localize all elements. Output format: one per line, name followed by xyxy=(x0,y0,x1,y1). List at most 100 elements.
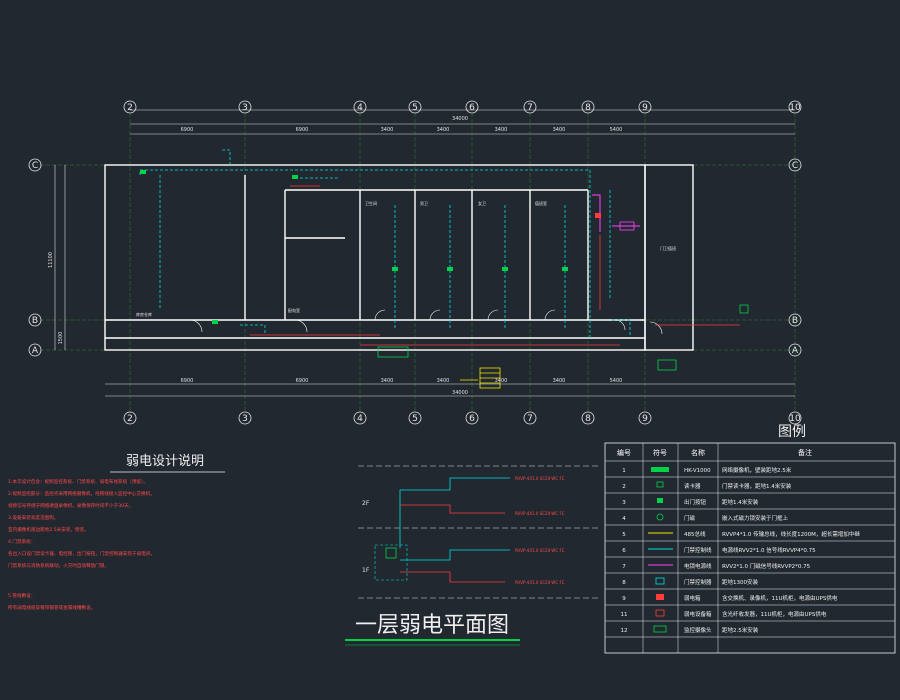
building-walls xyxy=(104,164,694,351)
axis-bubble: 7 xyxy=(523,100,537,114)
camera-icon xyxy=(562,267,568,271)
axis-bubble: 9 xyxy=(638,100,652,114)
svg-text:3400: 3400 xyxy=(553,378,566,384)
legend-header: 符号 xyxy=(653,448,667,457)
room-label: 配电室 xyxy=(288,307,300,313)
svg-text:3400: 3400 xyxy=(495,127,508,133)
equipment-box-icon xyxy=(739,304,749,314)
svg-text:C: C xyxy=(32,161,38,171)
svg-text:门禁系统与消防系统联动，火灾时自动释放门锁。: 门禁系统与消防系统联动，火灾时自动释放门锁。 xyxy=(8,562,109,569)
svg-text:1: 1 xyxy=(622,468,626,474)
svg-text:9: 9 xyxy=(642,103,648,113)
svg-text:HK-V1000: HK-V1000 xyxy=(684,468,711,474)
room-label: 男卫 xyxy=(420,201,428,206)
room-label: 值班室 xyxy=(535,200,547,206)
axis-bubble: 3 xyxy=(238,100,252,114)
svg-text:11: 11 xyxy=(621,612,628,618)
svg-text:9: 9 xyxy=(622,596,626,602)
riser-diagram: 2F 1F RVVP-4X1.0 SC20-WC FC RVVP-4X1.0 S… xyxy=(358,465,598,599)
riser-cable-label: RVVP-4X1.0 SC20-WC FC xyxy=(515,511,565,516)
svg-text:A: A xyxy=(32,346,39,356)
svg-text:7: 7 xyxy=(527,103,533,113)
svg-text:485总线: 485总线 xyxy=(684,530,706,538)
axis-bubble: 4 xyxy=(353,100,367,114)
room-label: 门卫值班 xyxy=(660,245,676,251)
riser-floor-label: 1F xyxy=(362,567,370,574)
camera-icon xyxy=(140,170,146,174)
svg-text:电源线RVV2*1.0 信号线RVVP4*0.75: 电源线RVV2*1.0 信号线RVVP4*0.75 xyxy=(722,546,816,554)
legend-header: 备注 xyxy=(798,448,812,457)
svg-text:2: 2 xyxy=(127,103,133,113)
svg-text:出门按钮: 出门按钮 xyxy=(684,498,707,506)
svg-text:视频信号存储于网络硬盘录像机，录像保存时间不少于30天。: 视频信号存储于网络硬盘录像机，录像保存时间不少于30天。 xyxy=(8,502,133,509)
legend-title: 图例 xyxy=(778,424,806,440)
cyan-cable-runs xyxy=(139,149,631,340)
svg-text:室内摄像机底边距地2.5米安装，壁装。: 室内摄像机底边距地2.5米安装，壁装。 xyxy=(8,526,89,533)
axis-bubble-left-a: A xyxy=(28,343,42,357)
svg-text:6900: 6900 xyxy=(181,127,194,133)
svg-text:所有弱电线缆穿镀锌钢管或金属线槽敷设。: 所有弱电线缆穿镀锌钢管或金属线槽敷设。 xyxy=(8,604,95,611)
camera-icon xyxy=(212,320,218,324)
axis-bubble: 9 xyxy=(638,411,652,425)
network-cabinet-icon xyxy=(377,346,409,358)
axis-bubble: 6 xyxy=(465,411,479,425)
svg-text:4: 4 xyxy=(357,414,363,424)
svg-text:电锁电源线: 电锁电源线 xyxy=(684,562,712,570)
svg-text:8: 8 xyxy=(585,103,591,113)
svg-text:6900: 6900 xyxy=(296,127,309,133)
axis-bubble: 7 xyxy=(523,411,537,425)
svg-text:3.设备安装高度见图例。: 3.设备安装高度见图例。 xyxy=(8,514,58,521)
svg-text:B: B xyxy=(32,316,38,326)
axis-bubble: 8 xyxy=(581,100,595,114)
bottom-dimension-chain xyxy=(105,383,795,397)
legend-header: 名称 xyxy=(691,448,705,457)
svg-text:3400: 3400 xyxy=(381,378,394,384)
svg-text:5400: 5400 xyxy=(610,378,623,384)
svg-text:1.本次设计包含：视频监控系统、门禁系统、弱电布线系统（预留: 1.本次设计包含：视频监控系统、门禁系统、弱电布线系统（预留）。 xyxy=(8,478,148,485)
svg-text:4: 4 xyxy=(622,516,626,522)
card-reader-icon xyxy=(595,213,601,218)
axis-bubble-right-b: B xyxy=(788,313,802,327)
axis-bubble-right-c: C xyxy=(788,158,802,172)
svg-text:监控摄像头: 监控摄像头 xyxy=(684,626,712,634)
axis-bubble: 2 xyxy=(123,411,137,425)
card-reader-icon xyxy=(619,221,635,231)
svg-text:5: 5 xyxy=(412,103,418,113)
axis-bubble: 6 xyxy=(465,100,479,114)
svg-text:7: 7 xyxy=(622,564,626,570)
svg-text:嵌入式磁力锁安装于门框上: 嵌入式磁力锁安装于门框上 xyxy=(722,514,789,522)
svg-text:10: 10 xyxy=(789,103,801,113)
riser-cable-label: RVVP-4X1.0 SC20-WC FC xyxy=(515,476,565,481)
svg-text:3: 3 xyxy=(622,500,626,506)
design-notes-body: 1.本次设计包含：视频监控系统、门禁系统、弱电布线系统（预留）。 2.视频监控部… xyxy=(8,478,155,611)
svg-text:距地1300安装: 距地1300安装 xyxy=(722,578,758,586)
svg-text:含交换机、录像机，11U机柜，电源由UPS供电: 含交换机、录像机，11U机柜，电源由UPS供电 xyxy=(722,594,838,602)
svg-text:4: 4 xyxy=(357,103,363,113)
axis-bubble-right-a: A xyxy=(788,343,802,357)
bottom-segment-dimensions: 6900 6900 3400 3400 3400 3400 5400 xyxy=(181,378,623,384)
axis-bubble: 2 xyxy=(123,100,137,114)
svg-text:门禁读卡器，距地1.4米安装: 门禁读卡器，距地1.4米安装 xyxy=(722,482,792,490)
svg-text:门禁控制线: 门禁控制线 xyxy=(684,546,712,554)
network-cabinet-icon xyxy=(657,359,677,371)
axis-bubbles-side: C B A C B A xyxy=(28,158,802,357)
axis-bubble: 3 xyxy=(238,411,252,425)
svg-text:2.视频监控部分：监控点采用网络摄像机，经网线接入监控中心交: 2.视频监控部分：监控点采用网络摄像机，经网线接入监控中心交换机， xyxy=(8,490,155,497)
axis-bubble: 4 xyxy=(353,411,367,425)
top-segment-dimensions: 6900 6900 3400 3400 3400 3400 5400 xyxy=(181,127,623,133)
top-dimension-chain xyxy=(130,109,795,135)
svg-text:9: 9 xyxy=(642,414,648,424)
svg-text:6900: 6900 xyxy=(181,378,194,384)
svg-text:2: 2 xyxy=(127,414,133,424)
camera-icon xyxy=(392,267,398,271)
axis-bubble: 10 xyxy=(788,411,802,425)
drawing-title: 一层弱电平面图 xyxy=(355,613,509,638)
svg-text:8: 8 xyxy=(622,580,626,586)
